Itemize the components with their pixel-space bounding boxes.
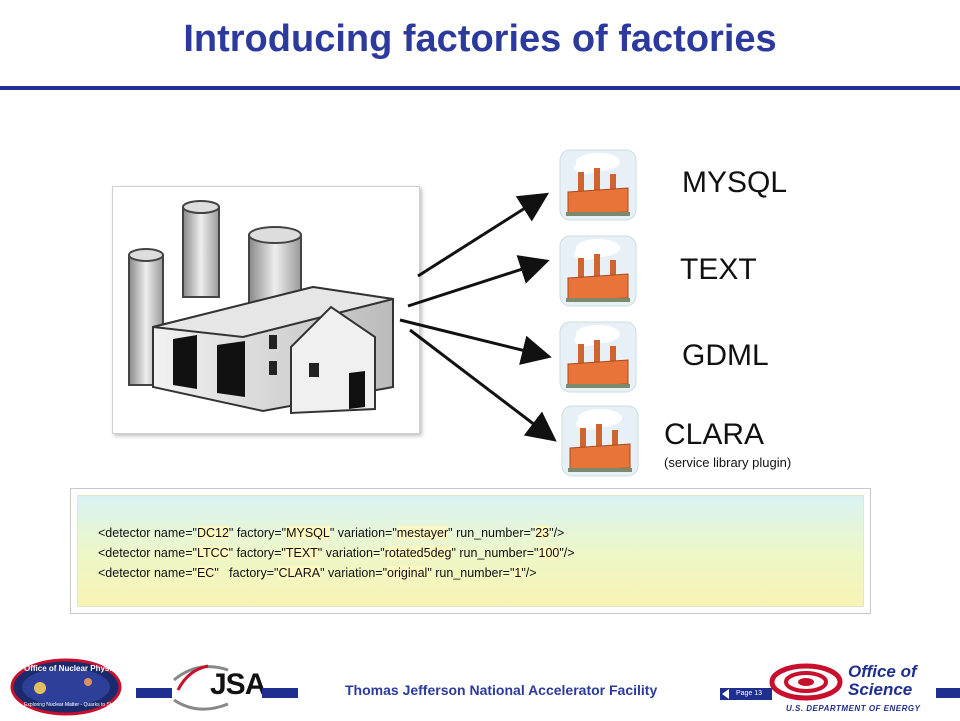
factory-icon — [559, 149, 637, 221]
arrow-clara — [409, 328, 557, 442]
factory-label-mysql: MYSQL — [682, 166, 788, 199]
slide-title: Introducing factories of factories — [183, 18, 777, 60]
factory-sublabel-clara: (service library plugin) — [664, 455, 792, 470]
xml-value: DC12 — [196, 526, 229, 540]
xml-value: LTCC — [196, 546, 229, 560]
doe-swirl-logo — [768, 662, 844, 702]
xml-text: " factory=" — [214, 566, 279, 580]
nuclear-physics-logo-text: Office of Nuclear Physics — [24, 664, 121, 673]
jsa-logo-text: JSA — [210, 668, 266, 701]
xml-text: "/> — [549, 526, 565, 540]
xml-text: " variation=" — [317, 546, 385, 560]
footer-bar-mid — [262, 688, 298, 698]
xml-text: " variation=" — [329, 526, 397, 540]
xml-example-background: <detector name="DC12" factory="MYSQL" va… — [77, 495, 864, 607]
xml-value: rotated5deg — [384, 546, 452, 560]
factory-icon — [559, 235, 637, 307]
arrow-text — [407, 255, 550, 308]
xml-line: <detector name="LTCC" factory="TEXT" var… — [98, 546, 575, 560]
xml-value: TEXT — [285, 546, 318, 560]
page-prev-icon — [722, 689, 729, 699]
xml-value: mestayer — [396, 526, 449, 540]
nuclear-physics-logo-sub: Exploring Nuclear Matter - Quarks to Sta… — [24, 702, 119, 708]
xml-text: " factory=" — [228, 546, 286, 560]
factory-of-factories-image — [112, 186, 420, 434]
xml-text: <detector name=" — [98, 526, 197, 540]
xml-value: original — [387, 566, 428, 580]
xml-example-box: <detector name="DC12" factory="MYSQL" va… — [70, 488, 871, 614]
factory-label-gdml: GDML — [682, 339, 769, 372]
xml-value: 100 — [538, 546, 560, 560]
xml-text: <detector name=" — [98, 566, 197, 580]
xml-line: <detector name="EC" factory="CLARA" vari… — [98, 566, 537, 580]
xml-text: " variation=" — [320, 566, 388, 580]
footer-bar-left — [136, 688, 172, 698]
doe-swirl-icon — [769, 663, 843, 701]
xml-line: <detector name="DC12" factory="MYSQL" va… — [98, 526, 564, 540]
nuclear-physics-logo-icon — [10, 658, 122, 716]
factory-icon — [561, 405, 639, 477]
factory-icon — [559, 321, 637, 393]
xml-text: "/> — [521, 566, 537, 580]
factory-label-text: TEXT — [680, 253, 757, 286]
doe-office-of: Office of — [848, 662, 917, 681]
factory-icon-gdml — [558, 320, 638, 394]
footer-organization: Thomas Jefferson National Accelerator Fa… — [345, 682, 658, 698]
xml-value: EC — [196, 566, 215, 580]
factory-label-clara: CLARA — [664, 418, 765, 451]
footer-bar-right — [936, 688, 960, 698]
xml-text: " run_number=" — [448, 526, 536, 540]
jsa-logo-icon — [173, 664, 229, 711]
doe-science: Science — [848, 680, 913, 699]
doe-department: U.S. DEPARTMENT OF ENERGY — [786, 704, 921, 713]
xml-value: CLARA — [278, 566, 321, 580]
xml-text: " factory=" — [228, 526, 287, 540]
big-factory-icon — [128, 200, 394, 415]
title-rule — [0, 86, 960, 90]
page-indicator: Page 13 — [720, 688, 772, 700]
xml-text: " run_number=" — [427, 566, 515, 580]
arrow-gdml — [399, 318, 552, 365]
arrow-mysql — [417, 192, 550, 278]
xml-value: 1 — [514, 566, 522, 580]
nuclear-physics-logo: Office of Nuclear Physics Exploring Nucl… — [10, 658, 122, 716]
factory-icon-clara — [560, 404, 640, 478]
jsa-logo: JSA — [168, 660, 268, 714]
xml-value: MYSQL — [286, 526, 330, 540]
xml-text: <detector name=" — [98, 546, 197, 560]
page-number: Page 13 — [736, 690, 763, 697]
xml-text: " run_number=" — [451, 546, 539, 560]
factory-icon-mysql — [558, 148, 638, 222]
xml-value: 23 — [535, 526, 550, 540]
factory-icon-text — [558, 234, 638, 308]
xml-text: "/> — [559, 546, 575, 560]
